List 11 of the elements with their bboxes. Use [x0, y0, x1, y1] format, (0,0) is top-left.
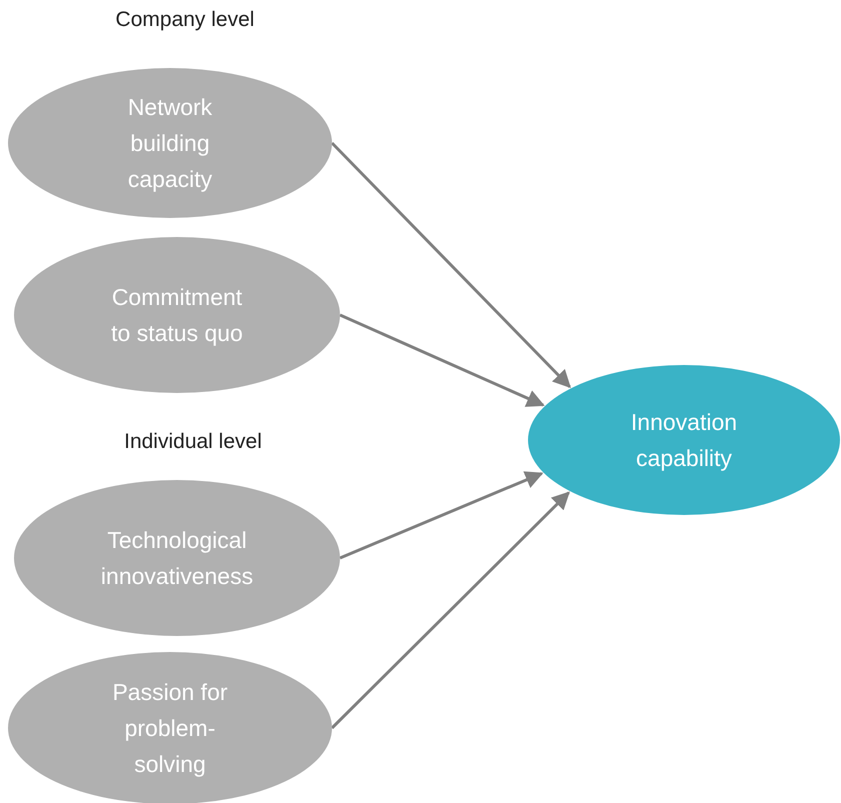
- arrow: [339, 471, 544, 560]
- node-label: Commitment to status quo: [110, 283, 244, 348]
- node-label: Network building capacity: [126, 93, 214, 194]
- group-heading: Company level: [116, 8, 254, 32]
- arrow: [330, 491, 570, 730]
- node-label: Passion for problem-solving: [111, 678, 229, 779]
- node-label: Innovation capability: [630, 408, 738, 473]
- node-label: Technological innovativeness: [100, 526, 254, 591]
- arrow: [339, 314, 545, 407]
- group-heading: Individual level: [124, 430, 262, 454]
- arrow: [330, 142, 571, 388]
